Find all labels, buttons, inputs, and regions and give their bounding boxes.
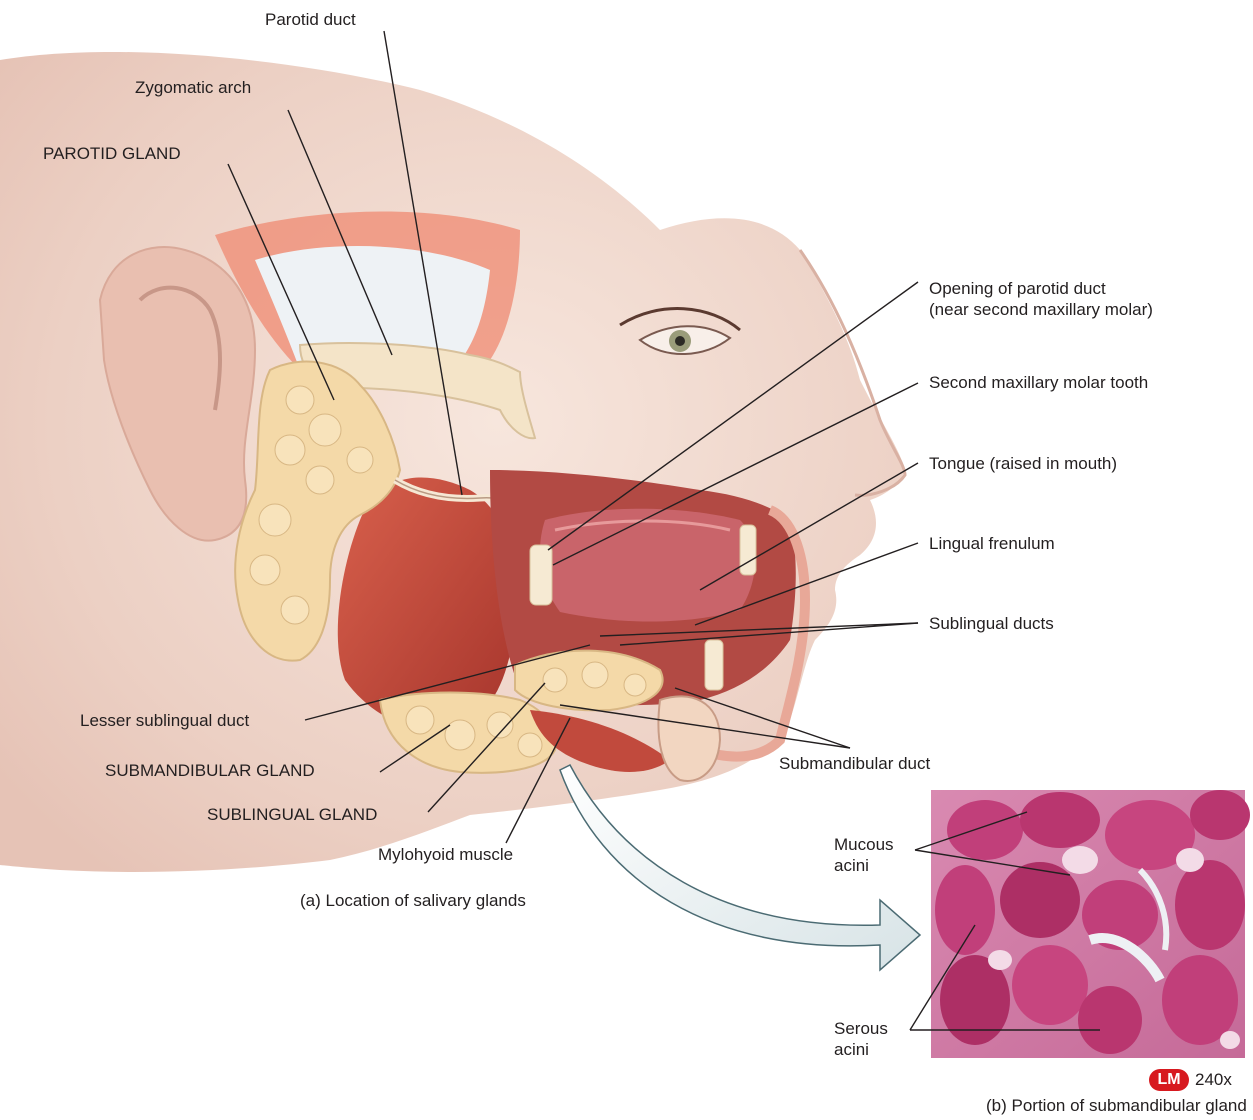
label-mucous-acini: Mucous acini: [834, 834, 894, 876]
label-lesser-sublingual-duct: Lesser sublingual duct: [80, 710, 249, 731]
caption-panel-b: (b) Portion of submandibular gland: [986, 1096, 1247, 1116]
mandible-section: [658, 696, 720, 781]
label-submandibular-duct: Submandibular duct: [779, 753, 930, 774]
label-sublingual-gland: SUBLINGUAL GLAND: [207, 804, 377, 825]
label-opening-parotid-duct: Opening of parotid duct (near second max…: [929, 278, 1153, 320]
label-tongue: Tongue (raised in mouth): [929, 453, 1117, 474]
label-parotid-gland: PAROTID GLAND: [43, 143, 181, 164]
label-second-molar: Second maxillary molar tooth: [929, 372, 1148, 393]
magnification-label: 240x: [1195, 1069, 1232, 1091]
caption-panel-a: (a) Location of salivary glands: [300, 891, 526, 911]
lm-badge: LM: [1149, 1069, 1189, 1091]
label-parotid-duct: Parotid duct: [265, 9, 356, 30]
label-mylohyoid-muscle: Mylohyoid muscle: [378, 844, 513, 865]
label-serous-acini: Serous acini: [834, 1018, 888, 1060]
label-submandibular-gland: SUBMANDIBULAR GLAND: [105, 760, 315, 781]
histology-micrograph: [931, 790, 1250, 1058]
label-sublingual-ducts: Sublingual ducts: [929, 613, 1054, 634]
label-lingual-frenulum: Lingual frenulum: [929, 533, 1055, 554]
label-zygomatic-arch: Zygomatic arch: [135, 77, 251, 98]
